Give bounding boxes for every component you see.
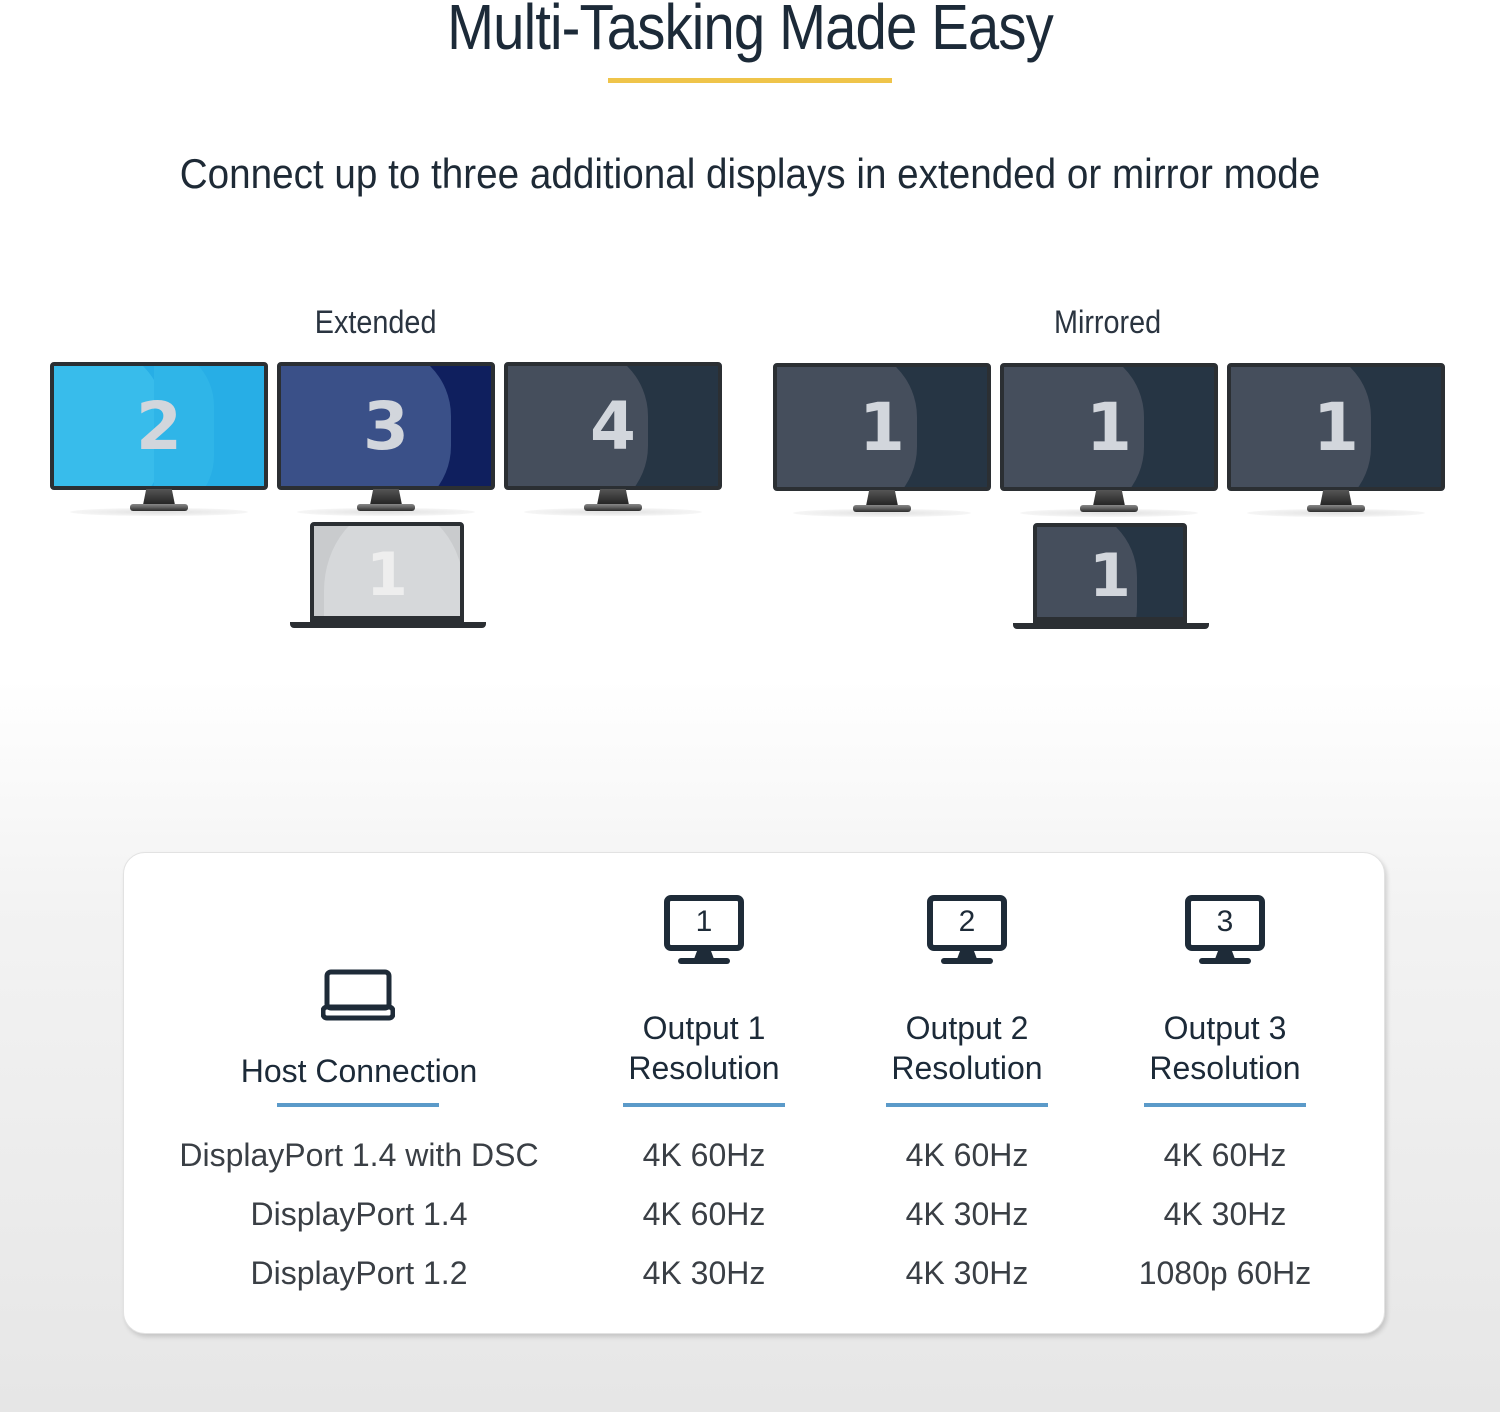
- table-cell: 4K 60Hz: [1163, 1137, 1287, 1173]
- page-title: Multi-Tasking Made Easy: [447, 0, 1054, 63]
- monitor-icon: [927, 895, 1007, 964]
- column-header: Host Connection: [240, 1053, 478, 1089]
- column-rule: [886, 1103, 1048, 1107]
- column-rule: [277, 1103, 439, 1107]
- monitor-icon-number: 1: [695, 905, 713, 938]
- table-cell: 4K 30Hz: [642, 1255, 766, 1291]
- column-rule: [1144, 1103, 1306, 1107]
- display-number: 2: [136, 388, 182, 465]
- compatibility-table: Host Connection DisplayPort 1.4 with DSC…: [123, 852, 1385, 1334]
- table-cell: 4K 30Hz: [905, 1255, 1029, 1291]
- display-number: 3: [363, 388, 409, 465]
- mirrored-monitor-2: 1: [1000, 363, 1218, 517]
- table-cell: 1080p 60Hz: [1138, 1255, 1312, 1291]
- monitor-icon: [664, 895, 744, 964]
- table-cell: 4K 30Hz: [905, 1196, 1029, 1232]
- table-cell: 4K 30Hz: [1163, 1196, 1287, 1232]
- extended-label: Extended: [314, 304, 437, 340]
- extended-monitor-4: 4: [504, 362, 722, 516]
- display-number: 1: [1086, 389, 1132, 466]
- page-subtitle: Connect up to three additional displays …: [179, 150, 1321, 197]
- column-header: Output 2 Resolution: [891, 1010, 1043, 1086]
- display-number: 1: [859, 389, 905, 466]
- display-number: 4: [590, 388, 636, 465]
- monitor-icon: [1185, 895, 1265, 964]
- extended-monitor-2: 2: [50, 362, 268, 516]
- mirrored-monitor-3: 1: [1227, 363, 1445, 517]
- table-cell: DisplayPort 1.4: [250, 1196, 468, 1232]
- display-number: 1: [1089, 541, 1131, 611]
- mirrored-monitor-1: 1: [773, 363, 991, 517]
- mirrored-laptop-1: 1: [1013, 523, 1209, 633]
- table-cell: 4K 60Hz: [642, 1137, 766, 1173]
- display-number: 1: [366, 540, 408, 610]
- title-underline: [608, 78, 892, 83]
- monitor-icon-number: 3: [1216, 905, 1234, 938]
- extended-laptop-1: 1: [290, 522, 486, 632]
- table-cell: DisplayPort 1.2: [250, 1255, 468, 1291]
- monitor-icon-number: 2: [958, 905, 976, 938]
- column-header: Output 3 Resolution: [1149, 1010, 1301, 1086]
- table-cell: 4K 60Hz: [642, 1196, 766, 1232]
- table-cell: 4K 60Hz: [905, 1137, 1029, 1173]
- column-header: Output 1 Resolution: [628, 1010, 780, 1086]
- column-rule: [623, 1103, 785, 1107]
- display-number: 1: [1313, 389, 1359, 466]
- extended-monitor-3: 3: [277, 362, 495, 516]
- table-cell: DisplayPort 1.4 with DSC: [179, 1137, 539, 1173]
- mirrored-label: Mirrored: [1053, 304, 1162, 340]
- laptop-icon: [321, 969, 395, 1021]
